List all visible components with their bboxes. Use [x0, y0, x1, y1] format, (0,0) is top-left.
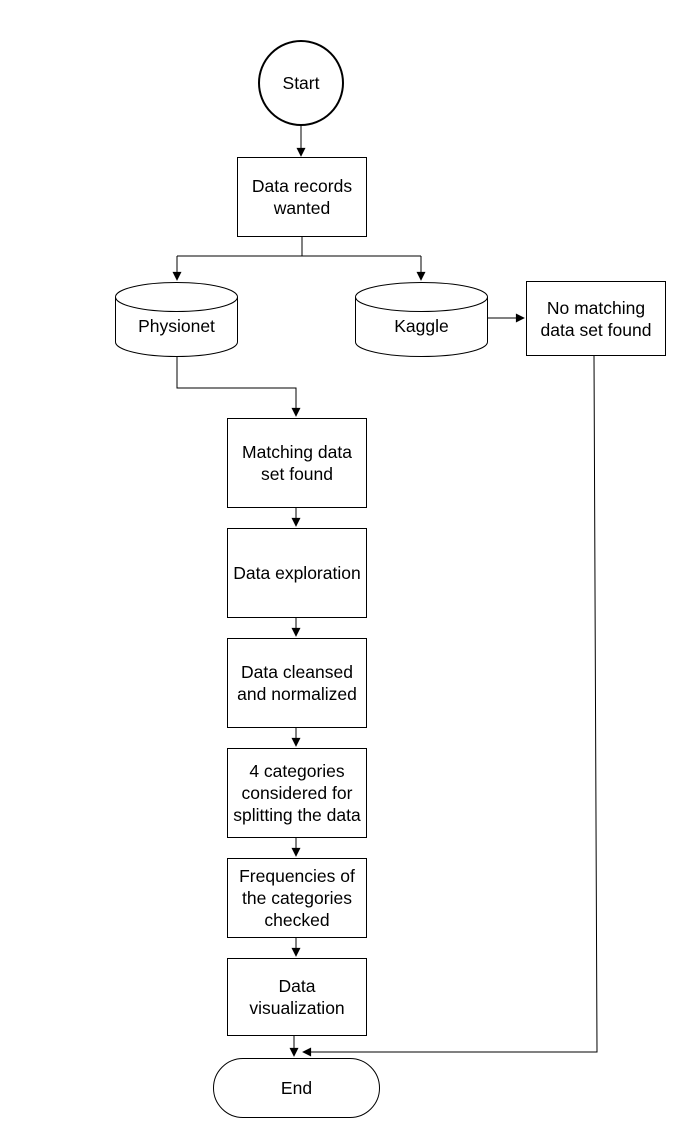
edge-physionet-to-matching — [176, 357, 301, 417]
node-data-exploration-label: Data exploration — [233, 563, 361, 583]
node-four-categories-label: 4 categories considered for splitting th… — [233, 761, 361, 825]
node-end: End — [213, 1058, 380, 1118]
node-frequencies-checked: Frequencies of the categories checked — [227, 858, 367, 938]
node-no-matching-data-set: No matching data set found — [526, 281, 666, 356]
node-data-records: Data records wanted — [237, 157, 367, 237]
node-data-cleansed: Data cleansed and normalized — [227, 638, 367, 728]
node-data-visualization-label: Data visualization — [249, 976, 345, 1018]
database-cylinder-icon — [355, 282, 488, 357]
node-data-visualization: Data visualization — [227, 958, 367, 1036]
database-cylinder-icon — [115, 282, 238, 357]
node-kaggle-label: Kaggle — [394, 316, 449, 336]
node-physionet-label: Physionet — [138, 316, 215, 336]
node-kaggle: Kaggle — [355, 282, 488, 357]
node-data-cleansed-label: Data cleansed and normalized — [237, 662, 357, 704]
node-matching-data-set: Matching data set found — [227, 418, 367, 508]
node-start-label: Start — [282, 73, 320, 93]
node-data-records-label: Data records wanted — [251, 176, 353, 218]
node-physionet: Physionet — [115, 282, 238, 357]
node-matching-label: Matching data set found — [242, 442, 352, 484]
node-frequencies-label: Frequencies of the categories checked — [239, 866, 355, 930]
node-no-matching-label: No matching data set found — [540, 297, 652, 340]
node-end-label: End — [280, 1078, 313, 1098]
edge-no-matching-to-end — [302, 355, 598, 1057]
node-start: Start — [258, 40, 344, 126]
node-data-exploration: Data exploration — [227, 528, 367, 618]
node-four-categories: 4 categories considered for splitting th… — [227, 748, 367, 838]
